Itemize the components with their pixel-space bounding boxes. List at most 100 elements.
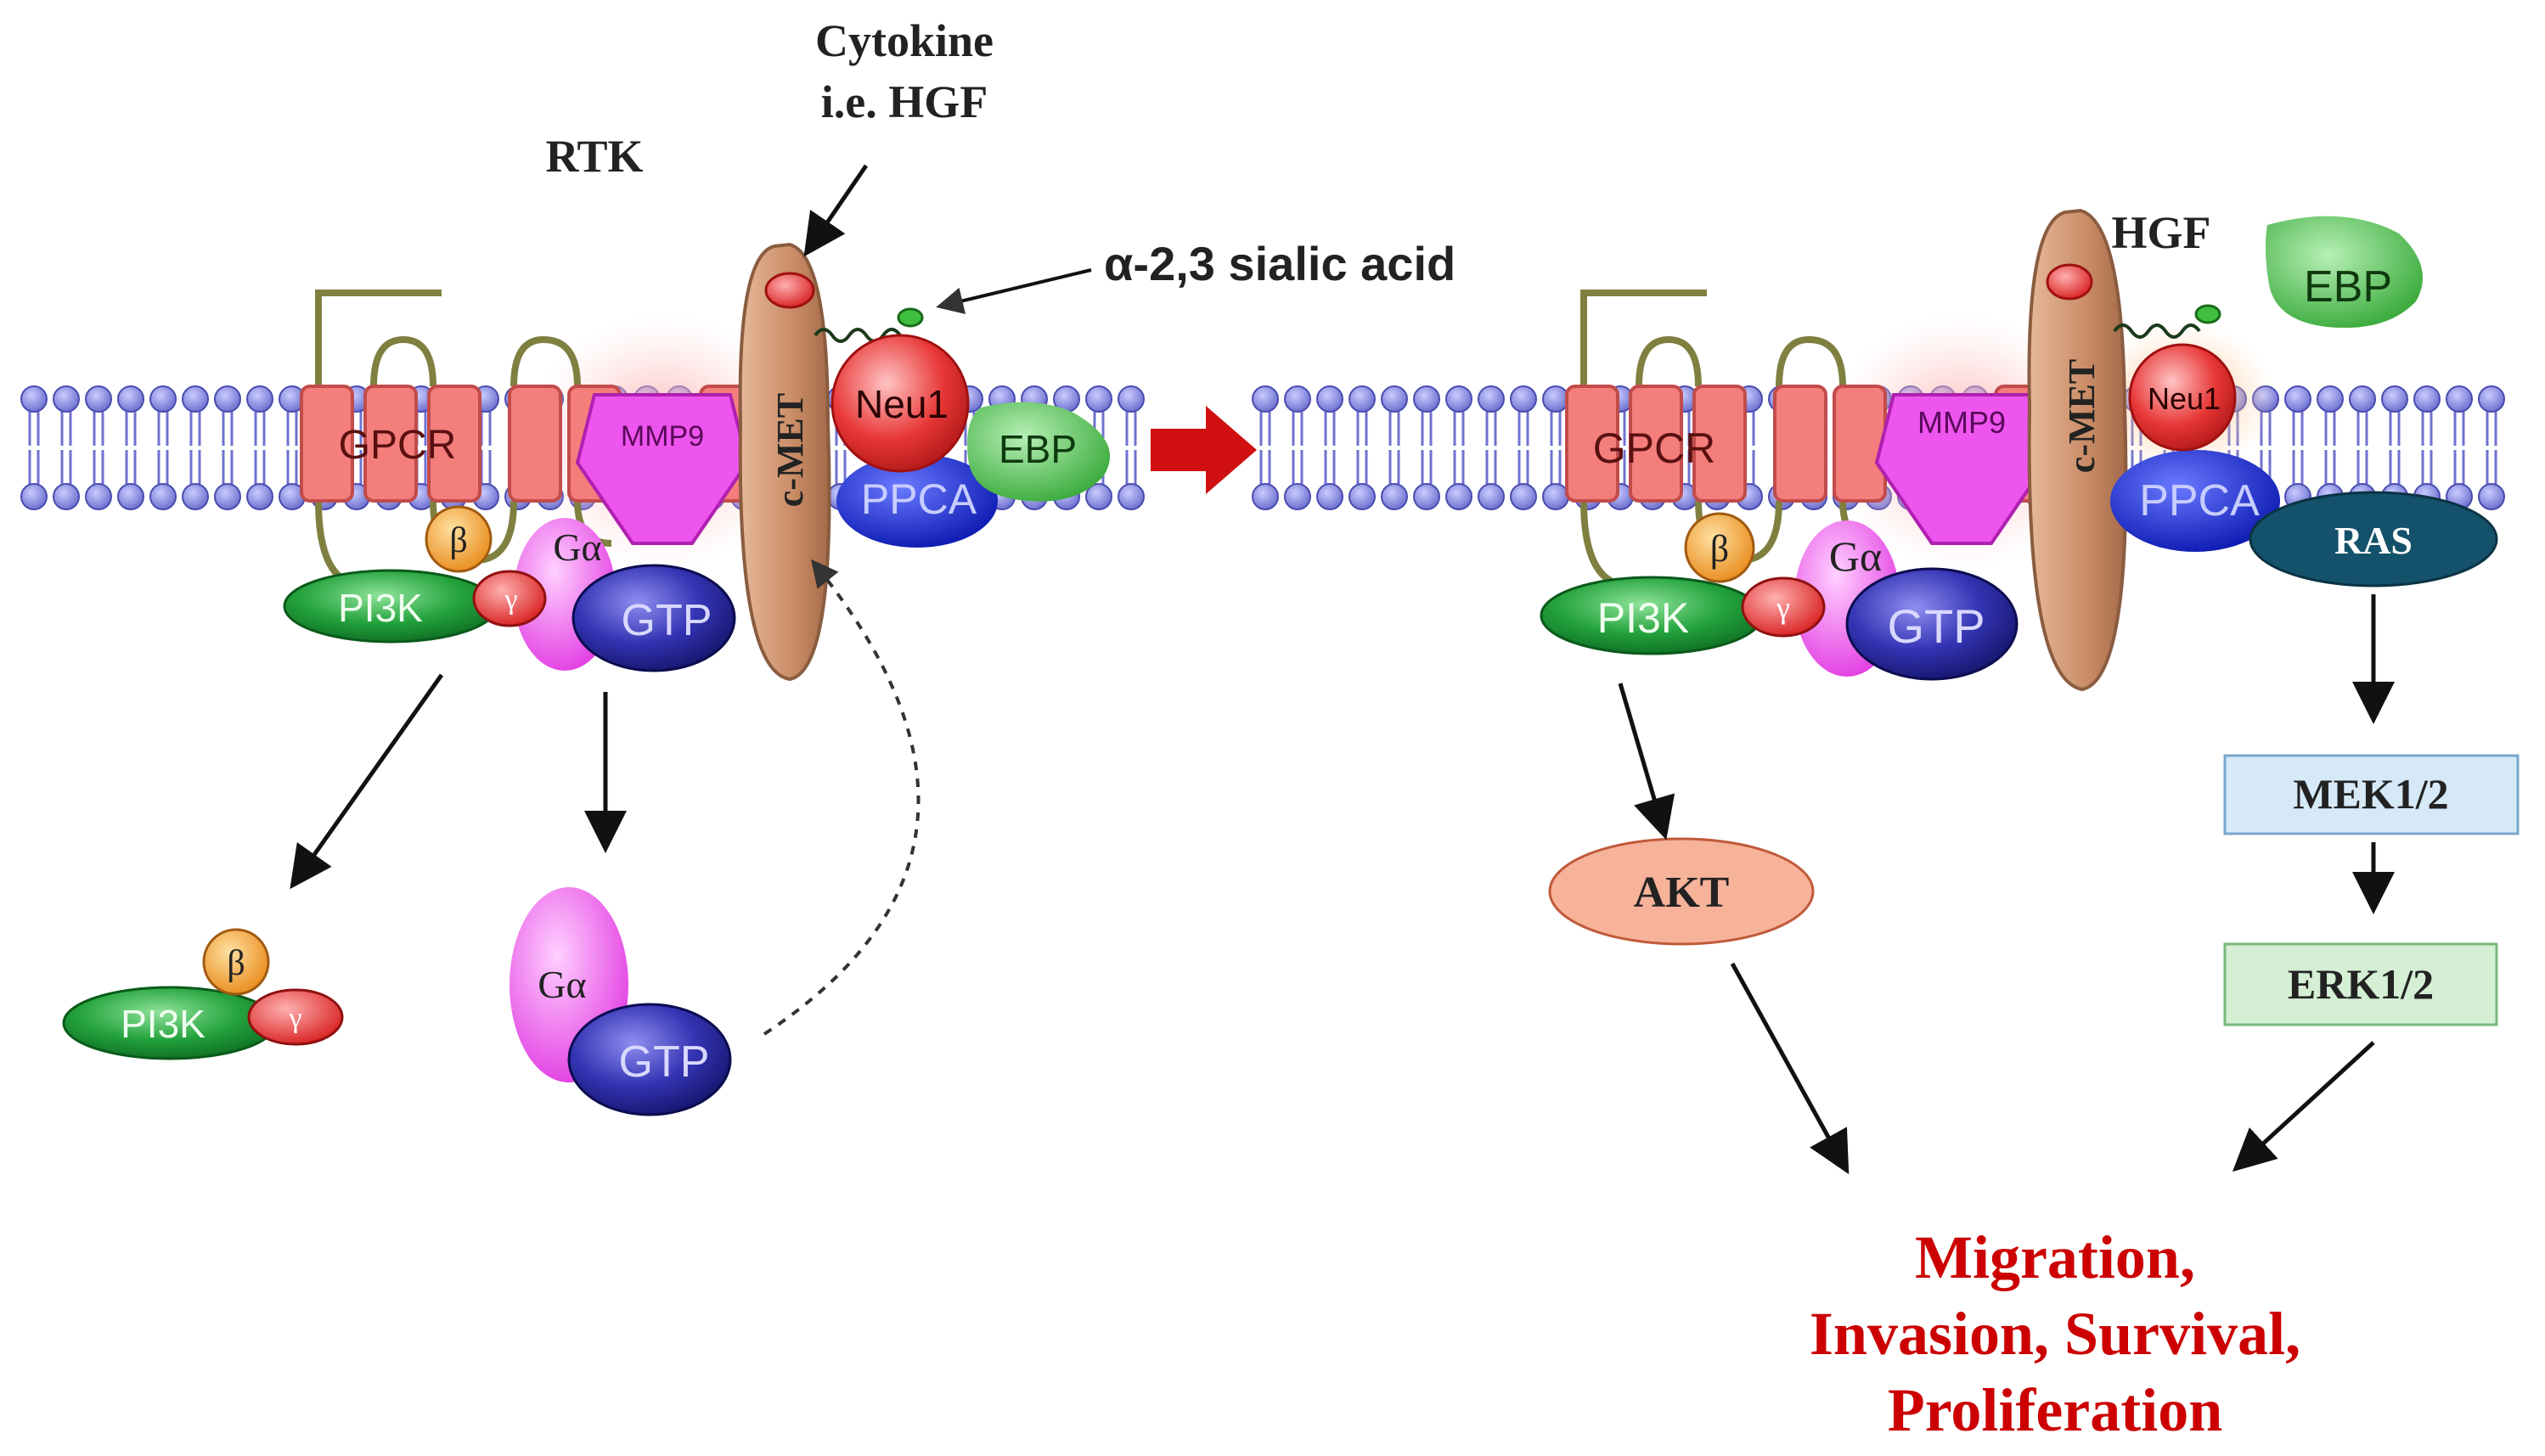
ebp-left xyxy=(967,402,1111,502)
lipid-head xyxy=(1284,483,1311,510)
arrow-pi3k-akt xyxy=(1618,683,1675,840)
lipid-head xyxy=(53,385,80,413)
gtp-label-right: GTP xyxy=(1887,599,1985,653)
ras xyxy=(2249,491,2498,587)
lipid-head xyxy=(2446,385,2473,413)
transition-arrow xyxy=(1151,406,1257,494)
gtp-label-left: GTP xyxy=(622,596,712,645)
c-met-label-right: c-MET xyxy=(2061,359,2103,473)
beta-free xyxy=(202,928,270,996)
beta-right xyxy=(1684,512,1755,583)
gtp-free xyxy=(567,1003,732,1116)
lipid-head xyxy=(117,385,144,413)
lipid-head xyxy=(182,385,209,413)
lipid-head xyxy=(1381,483,1408,510)
gamma-left xyxy=(472,570,547,627)
gamma-right xyxy=(1741,576,1826,638)
lipid-head xyxy=(1510,385,1537,413)
sialic-acid-label: α-2,3 sialic acid xyxy=(1104,237,1455,290)
outcome-line2: Invasion, Survival, xyxy=(1810,1300,2300,1368)
lipid-head xyxy=(149,385,177,413)
gtp-left xyxy=(571,564,736,672)
ebp-label-left: EBP xyxy=(999,427,1077,471)
c-met-label-left: c-MET xyxy=(769,393,811,507)
sialic-acid-bead-left xyxy=(897,307,924,328)
gtp-label-free: GTP xyxy=(619,1037,710,1087)
lipid-head xyxy=(85,483,112,510)
hgf-label: HGF xyxy=(2112,207,2211,258)
gpcr-label-right: GPCR xyxy=(1593,424,1715,472)
c-met-left xyxy=(738,242,831,682)
lipid-head xyxy=(2478,385,2505,413)
arrow-erk-outcome xyxy=(2232,1041,2375,1172)
lipid-head xyxy=(20,483,48,510)
pi3k-label-free: PI3K xyxy=(121,1002,206,1046)
lipid-head xyxy=(214,483,241,510)
lipid-head xyxy=(2381,385,2408,413)
lipid-head xyxy=(1413,483,1440,510)
lipid-head xyxy=(1085,483,1112,510)
galpha-label-free: Gα xyxy=(538,963,586,1006)
lipid-head xyxy=(1349,483,1376,510)
arrow-pi3k-release xyxy=(290,673,444,890)
lipid-head xyxy=(1316,385,1343,413)
outcome-line1: Migration, xyxy=(1915,1223,2195,1291)
lipid-head xyxy=(1542,483,1569,510)
lipid-head xyxy=(53,483,80,510)
hgf-ligand-right xyxy=(2046,263,2093,301)
gtp-right xyxy=(1845,567,2019,681)
lipid-head xyxy=(2284,385,2311,413)
lipid-head xyxy=(1118,483,1145,510)
ppca-label-left: PPCA xyxy=(861,475,977,523)
mek-box xyxy=(2223,754,2520,835)
lipid-head xyxy=(2478,483,2505,510)
outcome-line3: Proliferation xyxy=(1888,1376,2223,1444)
c-met-right xyxy=(2027,208,2128,692)
lipid-head xyxy=(1284,385,1311,413)
sialic-acid-chain-left xyxy=(814,328,902,343)
left-panel: GPCR MMP9 c-MET PPCA EBP Neu1 Gα GTP PI3… xyxy=(62,15,1455,1116)
neu1-left xyxy=(831,334,970,473)
lipid-head xyxy=(2349,385,2376,413)
ebp-label-right: EBP xyxy=(2304,262,2392,312)
lipid-head xyxy=(182,483,209,510)
beta-left xyxy=(425,505,493,573)
lipid-head xyxy=(2317,385,2344,413)
gamma-label-left: γ xyxy=(504,584,517,616)
galpha-label-right: Gα xyxy=(1829,532,1882,580)
gamma-label-right: γ xyxy=(1776,591,1790,625)
lipid-head xyxy=(1381,385,1408,413)
lipid-head xyxy=(1542,385,1569,413)
akt xyxy=(1548,837,1815,946)
lipid-head xyxy=(1478,385,1505,413)
ebp-right xyxy=(2265,216,2424,329)
pi3k-label-left: PI3K xyxy=(338,586,423,630)
lipid-head xyxy=(1445,483,1472,510)
gamma-free xyxy=(247,988,344,1046)
ppca-left xyxy=(836,454,998,548)
sialic-acid-chain-right xyxy=(2113,323,2201,339)
lipid-head xyxy=(1413,385,1440,413)
lipid-head xyxy=(149,483,177,510)
beta-label-left: β xyxy=(449,521,467,560)
erk-box xyxy=(2223,942,2498,1026)
lipid-head xyxy=(1445,385,1472,413)
beta-label-free: β xyxy=(227,944,245,983)
cytokine-label-line2: i.e. HGF xyxy=(821,76,988,127)
dotted-feedback-arrow xyxy=(763,559,921,1036)
lipid-head xyxy=(1510,483,1537,510)
lipid-head xyxy=(1252,385,1279,413)
lipid-head xyxy=(246,483,273,510)
galpha-label-left: Gα xyxy=(553,526,601,569)
pi3k-label-right: PI3K xyxy=(1597,594,1689,642)
lipid-head xyxy=(85,385,112,413)
ppca-label-right: PPCA xyxy=(2139,476,2260,526)
lipid-head xyxy=(117,483,144,510)
lipid-head xyxy=(1252,483,1279,510)
rtk-label: RTK xyxy=(545,131,643,182)
mmp9-label-left: MMP9 xyxy=(621,420,704,453)
ras-label: RAS xyxy=(2334,519,2413,562)
arrow-cytokine xyxy=(803,164,869,257)
arrow-sialic-acid xyxy=(936,268,1092,314)
gpcr-label-left: GPCR xyxy=(339,423,457,468)
